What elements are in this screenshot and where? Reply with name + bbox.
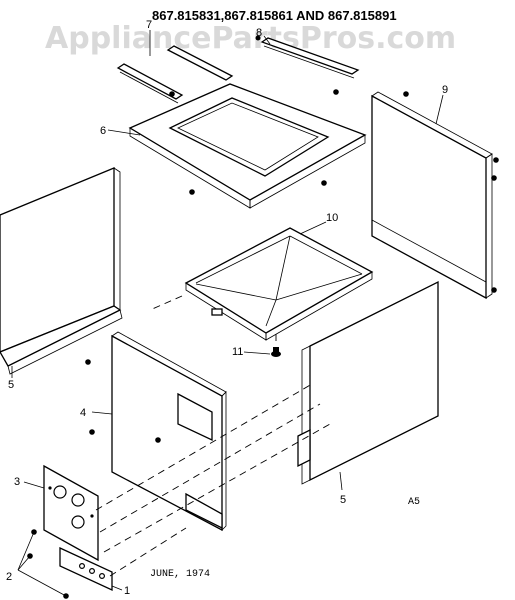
part-4-front-panel[interactable] [111, 331, 227, 532]
callout-7: 7 [146, 19, 152, 31]
callout-8: 8 [256, 27, 262, 39]
screw-icon [27, 35, 499, 599]
part-7-top-brace[interactable] [116, 45, 234, 104]
callout-5-right: 5 [340, 494, 346, 506]
callout-3: 3 [14, 476, 20, 488]
part-9-right-panel[interactable] [371, 91, 493, 300]
callout-10: 10 [326, 212, 338, 224]
callout-11: 11 [232, 346, 243, 358]
callout-4: 4 [80, 407, 86, 419]
callout-5-left: 5 [8, 379, 14, 391]
part-5-right-front-panel[interactable] [297, 280, 439, 485]
part-6-top-frame[interactable] [128, 83, 367, 209]
leader-lines [11, 30, 444, 597]
part-10-drip-pan[interactable] [184, 227, 374, 341]
callout-1: 1 [124, 585, 130, 597]
watermark: AppliancePartsPros.com [45, 21, 456, 56]
part-11-drain-fitting[interactable] [271, 347, 281, 357]
assembly-lines [95, 295, 331, 577]
part-3-control-plate[interactable] [43, 464, 99, 562]
models-header: 867.815831,867.815861 AND 867.815891 [152, 8, 397, 23]
callout-2: 2 [6, 571, 12, 583]
date-stamp: JUNE, 1974 [150, 569, 210, 580]
part-1-bottom-bracket[interactable] [59, 546, 113, 592]
callout-6: 6 [100, 125, 106, 137]
code-mark: A5 [408, 497, 420, 508]
part-5-left-panel[interactable] [0, 167, 123, 375]
callout-9: 9 [442, 84, 448, 96]
